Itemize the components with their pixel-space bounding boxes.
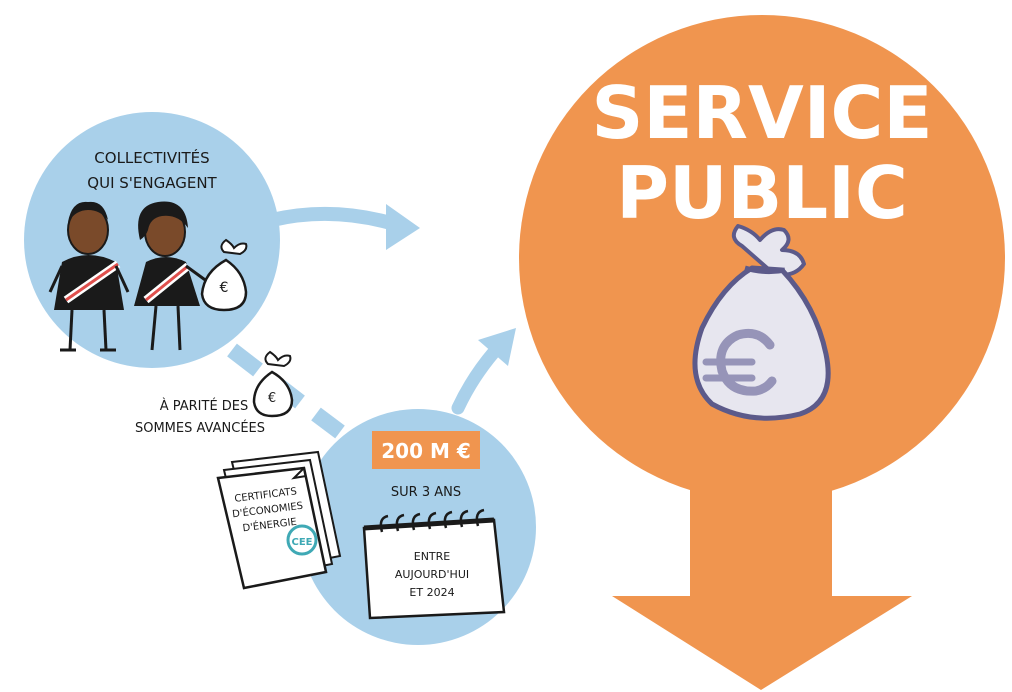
calendar-line-1: ENTRE (414, 550, 451, 563)
collectivites-label-2: QUI S'ENGAGENT (87, 174, 217, 192)
certificate-icon: CERTIFICATS D'ÉCONOMIES D'ÉNERGIE CEE (216, 450, 342, 590)
amount-text: 200 M € (381, 439, 471, 463)
amount-badge (372, 431, 480, 469)
parite-label-2: SOMMES AVANCÉES (135, 420, 265, 436)
arrow-icon (265, 204, 420, 250)
svg-text:€: € (220, 280, 229, 296)
down-arrow-icon (612, 470, 912, 690)
public-title: PUBLIC (616, 151, 908, 235)
arrow-icon (451, 328, 516, 415)
collectivites-label-1: COLLECTIVITÉS (94, 148, 209, 167)
collectivites-group: COLLECTIVITÉS QUI S'ENGAGENT (24, 112, 280, 368)
service-public-pin: SERVICE PUBLIC (519, 15, 1005, 690)
cee-badge-text: CEE (291, 537, 312, 548)
svg-text:€: € (268, 391, 276, 406)
duration-text: SUR 3 ANS (391, 485, 461, 500)
funding-group: 200 M € SUR 3 ANS ENTRE AUJOURD'HUI ET 2… (300, 328, 536, 645)
money-bag-icon: € (252, 350, 294, 418)
calendar-line-3: ET 2024 (409, 586, 454, 599)
service-title: SERVICE (591, 71, 932, 155)
woman-figure-icon (134, 201, 209, 351)
parite-label-1: À PARITÉ DES (160, 398, 249, 414)
money-bag-icon: € (200, 238, 248, 312)
calendar-line-2: AUJOURD'HUI (395, 568, 469, 581)
money-bag-icon (692, 224, 831, 421)
cee-badge (286, 524, 318, 556)
calendar-icon: ENTRE AUJOURD'HUI ET 2024 (362, 508, 506, 620)
man-figure-icon (48, 201, 130, 352)
